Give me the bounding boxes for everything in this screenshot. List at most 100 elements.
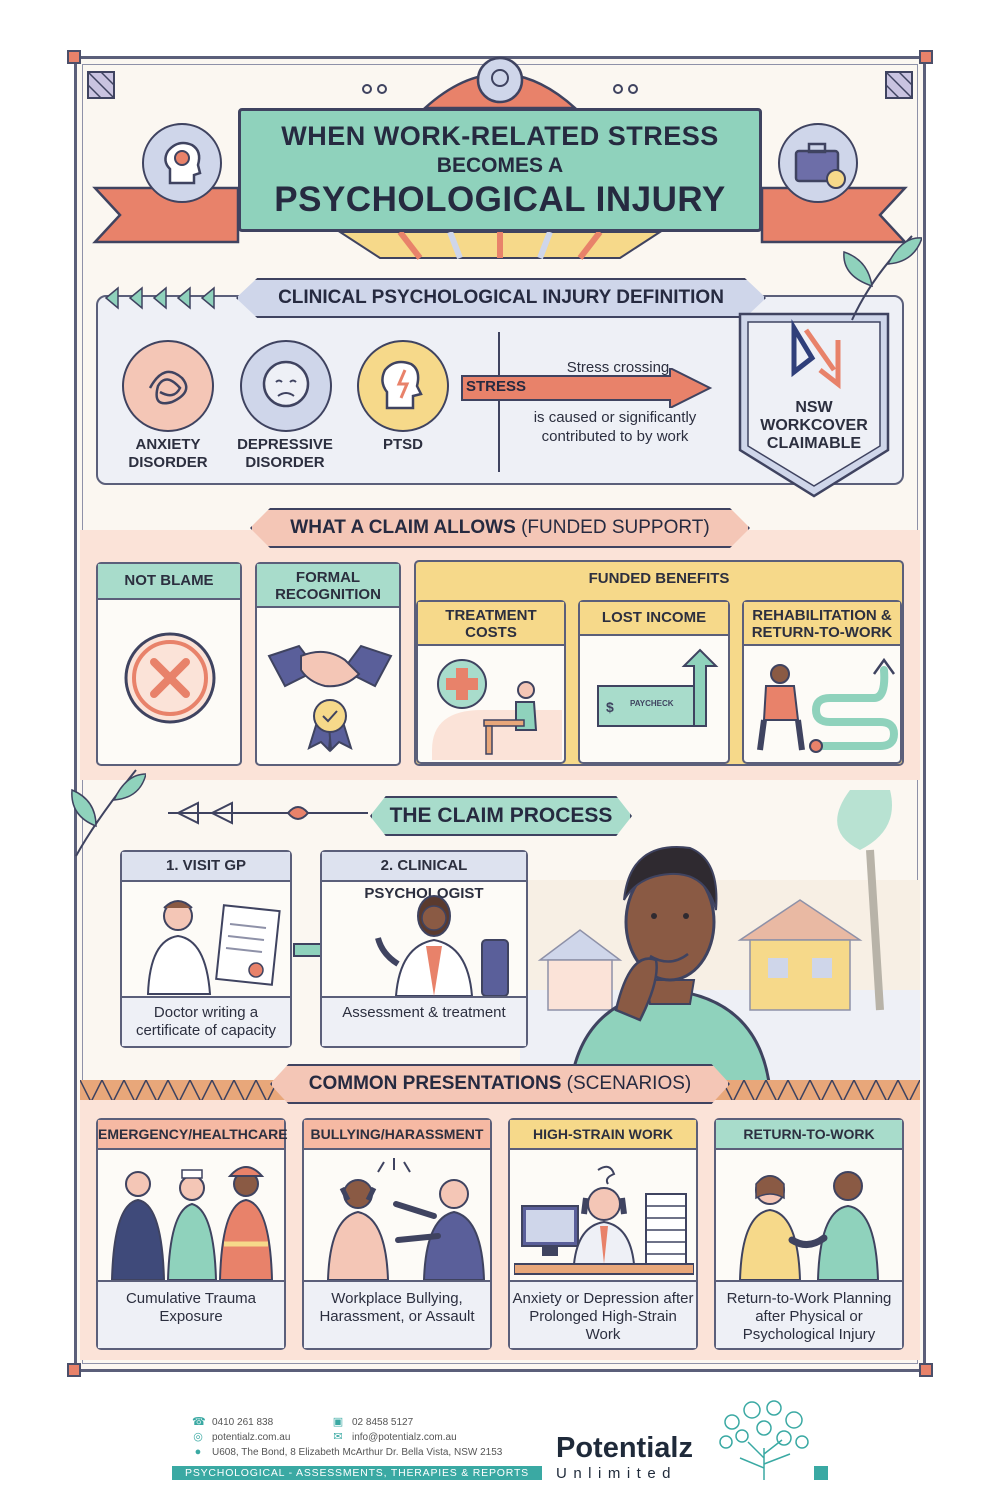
address-text: U608, The Bond, 8 Elizabeth McArthur Dr.… (212, 1446, 503, 1458)
treatment-costs-card: TREATMENT COSTS (416, 600, 566, 764)
title-line-1: WHEN WORK-RELATED STRESS (281, 121, 719, 151)
formal-recognition-label: FORMAL RECOGNITION (257, 564, 399, 608)
presentations-heading: COMMON PRESENTATIONS (SCENARIOS) (270, 1064, 730, 1104)
scenario-return-to-work: RETURN-TO-WORK Return-to-Work Planning a… (714, 1118, 904, 1350)
visit-gp-label: 1. VISIT GP (122, 852, 290, 882)
title-decoration (87, 56, 913, 260)
brain-head-icon (142, 123, 222, 203)
scenario-emergency-label: EMERGENCY/HEALTHCARE (98, 1120, 288, 1150)
scenario-bullying: BULLYING/HARASSMENT Workplace Bullying, … (302, 1118, 492, 1350)
corner-ornament (67, 50, 81, 64)
rehabilitation-card: REHABILITATION & RETURN-TO-WORK (742, 600, 902, 764)
brand-square (814, 1466, 828, 1480)
claim-process-heading: THE CLAIM PROCESS (370, 796, 632, 836)
claim-process-heading-text: THE CLAIM PROCESS (389, 804, 613, 827)
scenario-high-strain: HIGH-STRAIN WORK Anxiety or Depression a… (508, 1118, 698, 1350)
leaf-decoration-icon (71, 769, 146, 857)
svg-text:$: $ (606, 699, 614, 715)
stress-top-text: Stress crossing (566, 359, 670, 376)
laurel-left-icon (104, 286, 215, 310)
badge-line-1: NSW (795, 399, 833, 416)
definition-heading-text: CLINICAL PSYCHOLOGICAL INJURY DEFINITION (278, 287, 724, 308)
clinical-psychologist-step: 2. CLINICAL PSYCHOLOGIST Assessment & tr… (320, 850, 528, 1048)
claim-allows-heading-bold: WHAT A CLAIM ALLOWS (290, 517, 516, 538)
footer-fax[interactable]: ▣ 02 8458 5127 (332, 1416, 413, 1428)
not-blame-card: NOT BLAME (96, 562, 242, 766)
footer-phone[interactable]: ☎ 0410 261 838 (192, 1416, 273, 1428)
scenario-emergency-caption: Cumulative Trauma Exposure (98, 1280, 284, 1348)
fax-icon: ▣ (332, 1416, 344, 1428)
scenario-bullying-label: BULLYING/HARASSMENT (304, 1120, 490, 1150)
scenario-bullying-caption: Workplace Bullying, Harassment, or Assau… (304, 1280, 490, 1348)
clinical-psychologist-label: 2. CLINICAL PSYCHOLOGIST (322, 852, 526, 902)
stress-label: STRESS (466, 378, 527, 395)
email-text: info@potentialz.com.au (352, 1431, 457, 1443)
definition-heading: CLINICAL PSYCHOLOGICAL INJURY DEFINITION (236, 278, 766, 318)
sad-face-icon (240, 340, 332, 432)
main-title: WHEN WORK-RELATED STRESS BECOMES A PSYCH… (238, 108, 762, 232)
rehabilitation-label: REHABILITATION & RETURN-TO-WORK (744, 602, 900, 646)
claim-allows-heading: WHAT A CLAIM ALLOWS (FUNDED SUPPORT) (250, 508, 750, 548)
badge-line-2: WORKCOVER (760, 417, 868, 434)
brand-subtitle: Unlimited (556, 1465, 678, 1482)
stress-arrow-icon (461, 368, 713, 408)
paycheck-arrow-icon: $ (597, 648, 719, 727)
scenario-emergency: EMERGENCY/HEALTHCARE Cumulative Trauma E… (96, 1118, 288, 1350)
leaf-decoration-icon (843, 235, 922, 321)
location-pin-icon: ● (194, 1446, 202, 1458)
briefcase-clock-icon (778, 123, 858, 203)
mail-icon: ✉ (333, 1431, 343, 1443)
scenario-return-to-work-caption: Return-to-Work Planning after Physical o… (716, 1280, 902, 1348)
presentations-heading-bold: COMMON PRESENTATIONS (308, 1073, 562, 1094)
divider (498, 332, 500, 472)
paycheck-label: PAYCHECK (630, 699, 674, 708)
formal-recognition-card: FORMAL RECOGNITION (255, 562, 401, 766)
brain-tree-logo-icon (719, 1400, 809, 1480)
funded-benefits-label: FUNDED BENEFITS (588, 570, 730, 587)
bullying-icon (326, 1158, 486, 1281)
tagline: PSYCHOLOGICAL - ASSESSMENTS, THERAPIES &… (172, 1466, 542, 1480)
thinking-man-scene (520, 790, 920, 1090)
lost-income-label: LOST INCOME (580, 602, 728, 636)
corner-ornament (919, 50, 933, 64)
lost-income-card: LOST INCOME $ PAYCHECK (578, 600, 730, 764)
footer-email[interactable]: ✉ info@potentialz.com.au (332, 1431, 457, 1443)
lightning-head-icon (357, 340, 449, 432)
visit-gp-caption: Doctor writing a certificate of capacity (122, 996, 290, 1046)
handshake-award-icon (267, 644, 393, 753)
handshake-people-icon (738, 1171, 880, 1281)
ptsd-label: PTSD (382, 436, 423, 453)
treatment-icon (432, 659, 562, 760)
badge-line-3: CLAIMABLE (766, 435, 862, 452)
brand-name: Potentialz (556, 1432, 693, 1464)
scenario-high-strain-label: HIGH-STRAIN WORK (510, 1120, 696, 1150)
footer-address: ● U608, The Bond, 8 Elizabeth McArthur Dr… (192, 1446, 503, 1458)
depressive-label: DEPRESSIVE DISORDER (237, 436, 333, 471)
doctor-writing-icon (146, 900, 281, 995)
treatment-costs-label: TREATMENT COSTS (418, 602, 564, 646)
workcover-shield-icon (738, 312, 890, 498)
tangled-thoughts-icon (122, 340, 214, 432)
title-line-2: BECOMES A (436, 154, 564, 177)
corner-ornament (67, 1363, 81, 1377)
stress-bottom-text: is caused or significantly contributed t… (533, 409, 697, 445)
scenario-return-to-work-label: RETURN-TO-WORK (716, 1120, 902, 1150)
website-text: potentialz.com.au (212, 1431, 291, 1443)
scenario-high-strain-caption: Anxiety or Depression after Prolonged Hi… (510, 1280, 696, 1348)
fax-text: 02 8458 5127 (352, 1416, 414, 1428)
anxiety-label: ANXIETY DISORDER (128, 436, 208, 471)
high-strain-icon (514, 1165, 694, 1275)
rehab-path-icon (757, 657, 899, 753)
footer-website[interactable]: ◎ potentialz.com.au (192, 1431, 290, 1443)
corner-ornament (919, 1363, 933, 1377)
title-line-3: PSYCHOLOGICAL INJURY (274, 180, 726, 219)
phone-icon: ☎ (192, 1416, 206, 1428)
not-blame-label: NOT BLAME (98, 564, 240, 600)
emergency-workers-icon (110, 1166, 274, 1281)
clinical-psychologist-caption: Assessment & treatment (322, 996, 526, 1046)
phone-text: 0410 261 838 (212, 1416, 274, 1428)
arrow-ornament-icon (168, 801, 368, 825)
globe-icon: ◎ (193, 1431, 203, 1443)
presentations-heading-light: (SCENARIOS) (566, 1073, 692, 1094)
visit-gp-step: 1. VISIT GP Doctor writing a certificate… (120, 850, 292, 1048)
